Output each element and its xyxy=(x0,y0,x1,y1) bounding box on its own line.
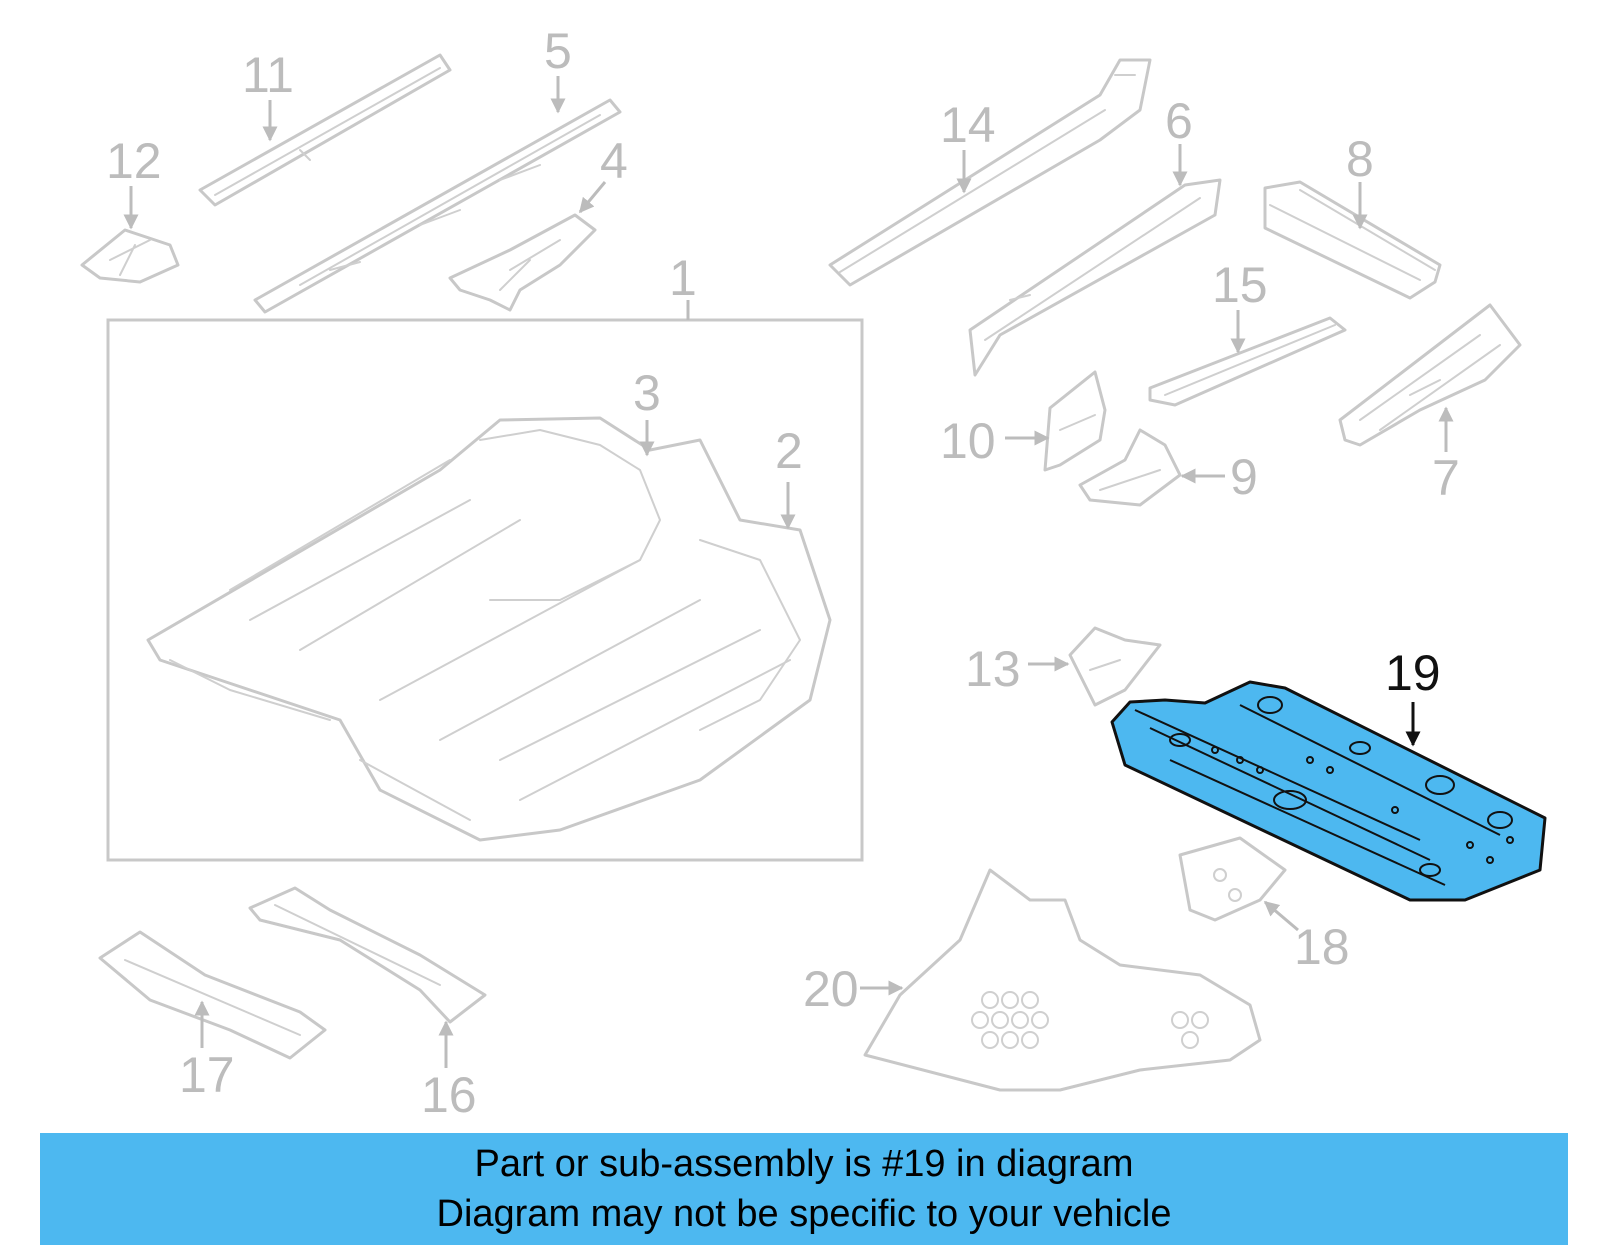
svg-text:2: 2 xyxy=(775,423,803,479)
part-15-rail xyxy=(1148,316,1347,407)
callout-9: 9 xyxy=(1180,449,1258,505)
part-20-undercover xyxy=(863,868,1262,1092)
svg-text:8: 8 xyxy=(1346,131,1374,187)
callout-6: 6 xyxy=(1165,93,1193,187)
part-1-floor-assembly xyxy=(106,300,864,862)
part-16-crossmember xyxy=(248,886,487,1024)
info-banner: Part or sub-assembly is #19 in diagram D… xyxy=(40,1133,1568,1245)
callout-4: 4 xyxy=(578,133,628,214)
banner-line-2: Diagram may not be specific to your vehi… xyxy=(436,1193,1172,1235)
callout-13: 13 xyxy=(965,641,1070,697)
callout-7: 7 xyxy=(1432,406,1460,506)
part-14-rail xyxy=(828,58,1152,287)
svg-text:13: 13 xyxy=(965,641,1021,697)
callout-14: 14 xyxy=(940,97,996,194)
part-17-crossmember xyxy=(98,930,327,1060)
callout-2: 2 xyxy=(775,423,803,530)
callout-18: 18 xyxy=(1263,900,1350,975)
callout-3: 3 xyxy=(633,365,661,457)
svg-text:17: 17 xyxy=(179,1047,235,1103)
callout-8: 8 xyxy=(1346,131,1374,230)
part-19-floor-panel xyxy=(1110,680,1547,902)
part-6-rail xyxy=(968,178,1222,377)
callout-16: 16 xyxy=(421,1020,477,1123)
part-5-rail xyxy=(253,98,622,314)
svg-text:11: 11 xyxy=(242,47,294,103)
svg-text:5: 5 xyxy=(544,23,572,79)
svg-text:1: 1 xyxy=(669,250,697,306)
part-10-bracket xyxy=(1043,370,1107,472)
part-13-bracket xyxy=(1068,626,1162,707)
callout-1: 1 xyxy=(669,250,697,306)
part-18-bracket xyxy=(1178,836,1287,922)
callout-10: 10 xyxy=(940,413,1050,469)
callout-17: 17 xyxy=(179,1000,235,1103)
part-7-rail xyxy=(1338,303,1522,447)
svg-text:14: 14 xyxy=(940,97,996,153)
banner-line-1: Part or sub-assembly is #19 in diagram xyxy=(474,1143,1134,1185)
svg-text:9: 9 xyxy=(1230,449,1258,505)
svg-text:20: 20 xyxy=(803,961,859,1017)
part-8-crossmember xyxy=(1263,180,1442,300)
part-11-rail xyxy=(198,53,452,207)
svg-text:4: 4 xyxy=(600,133,628,189)
callout-12: 12 xyxy=(106,133,162,230)
svg-text:12: 12 xyxy=(106,133,162,189)
svg-text:6: 6 xyxy=(1165,93,1193,149)
svg-text:16: 16 xyxy=(421,1067,477,1123)
part-12-bracket xyxy=(80,228,180,284)
svg-text:19: 19 xyxy=(1385,645,1441,701)
callout-19: 19 xyxy=(1385,645,1441,747)
part-9-bracket xyxy=(1078,428,1182,507)
svg-text:15: 15 xyxy=(1212,257,1268,313)
callout-20: 20 xyxy=(803,961,904,1017)
svg-text:10: 10 xyxy=(940,413,996,469)
svg-text:18: 18 xyxy=(1294,919,1350,975)
part-4-bracket xyxy=(448,213,597,312)
svg-text:3: 3 xyxy=(633,365,661,421)
callout-5: 5 xyxy=(544,23,572,114)
callout-11: 11 xyxy=(242,47,294,142)
callout-15: 15 xyxy=(1212,257,1268,354)
svg-text:7: 7 xyxy=(1432,450,1460,506)
